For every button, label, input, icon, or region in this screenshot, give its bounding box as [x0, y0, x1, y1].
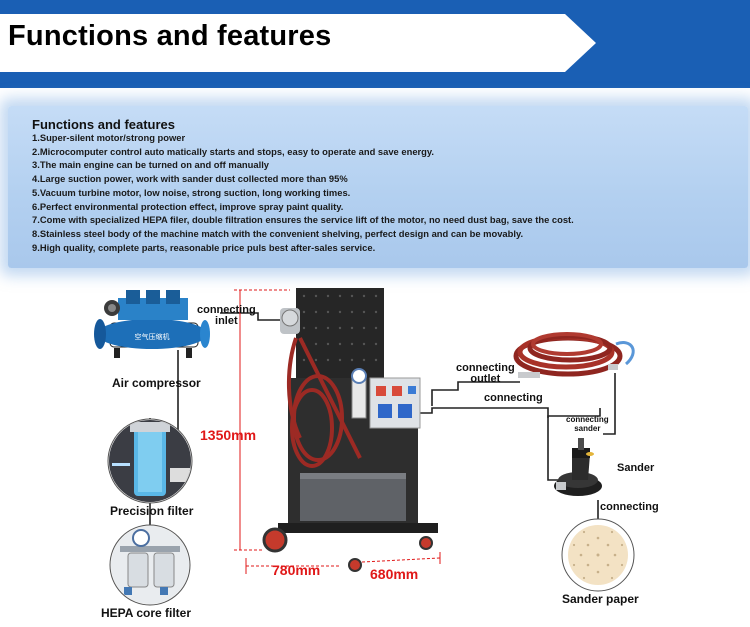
features-panel: Functions and features 1.Super-silent mo… [8, 106, 748, 268]
feature-item: 6.Perfect environmental protection effec… [32, 200, 344, 212]
connecting-outlet-label: connecting outlet [456, 362, 515, 385]
features-list: 1.Super-silent motor/strong power 2.Micr… [32, 131, 574, 254]
air-compressor-image: 空气压缩机 [94, 290, 210, 358]
header-banner: Functions and features [0, 0, 750, 88]
feature-item: 2.Microcomputer control auto matically s… [32, 145, 435, 157]
diagram-graphics: 空气压缩机 [94, 288, 635, 606]
compressor-tank-text: 空气压缩机 [135, 332, 170, 341]
dust-extractor-machine [262, 288, 438, 572]
features-title: Functions and features [32, 117, 176, 132]
dimension-lines [234, 289, 441, 574]
feature-item: 4.Large suction power, work with sander … [32, 173, 348, 185]
connecting-inlet-label: connecting inlet [197, 304, 256, 327]
precision-filter-label: Precision filter [110, 504, 194, 518]
width-dimension: 680mm [370, 566, 419, 582]
connecting-label: connecting [484, 392, 543, 404]
feature-item: 3.The main engine can be turned on and o… [32, 159, 270, 171]
sander-image [554, 438, 602, 496]
connecting-sander-label: connecting sander [566, 415, 609, 433]
air-compressor-label: Air compressor [112, 376, 201, 390]
feature-item: 1.Super-silent motor/strong power [32, 132, 186, 143]
connection-diagram: 空气压缩机 [0, 268, 750, 627]
feature-item: 8.Stainless steel body of the machine ma… [32, 227, 524, 239]
sander-label: Sander [617, 462, 655, 474]
feature-item: 5.Vacuum turbine motor, low noise, stron… [32, 186, 351, 198]
precision-filter-image [107, 418, 193, 504]
hepa-filter-image [109, 524, 191, 606]
sander-paper-image [561, 518, 635, 592]
connecting-paper-label: connecting [600, 501, 659, 513]
feature-item: 9.High quality, complete parts, reasonab… [32, 241, 376, 253]
page-title: Functions and features [8, 20, 332, 52]
header-arrow-shape [0, 14, 596, 72]
coiled-hose-image [513, 332, 635, 378]
hepa-filter-label: HEPA core filter [101, 606, 192, 620]
depth-dimension: 780mm [272, 562, 321, 578]
feature-item: 7.Come with specialized HEPA filer, doub… [32, 214, 574, 226]
height-dimension: 1350mm [200, 427, 257, 443]
sander-paper-label: Sander paper [562, 592, 639, 606]
